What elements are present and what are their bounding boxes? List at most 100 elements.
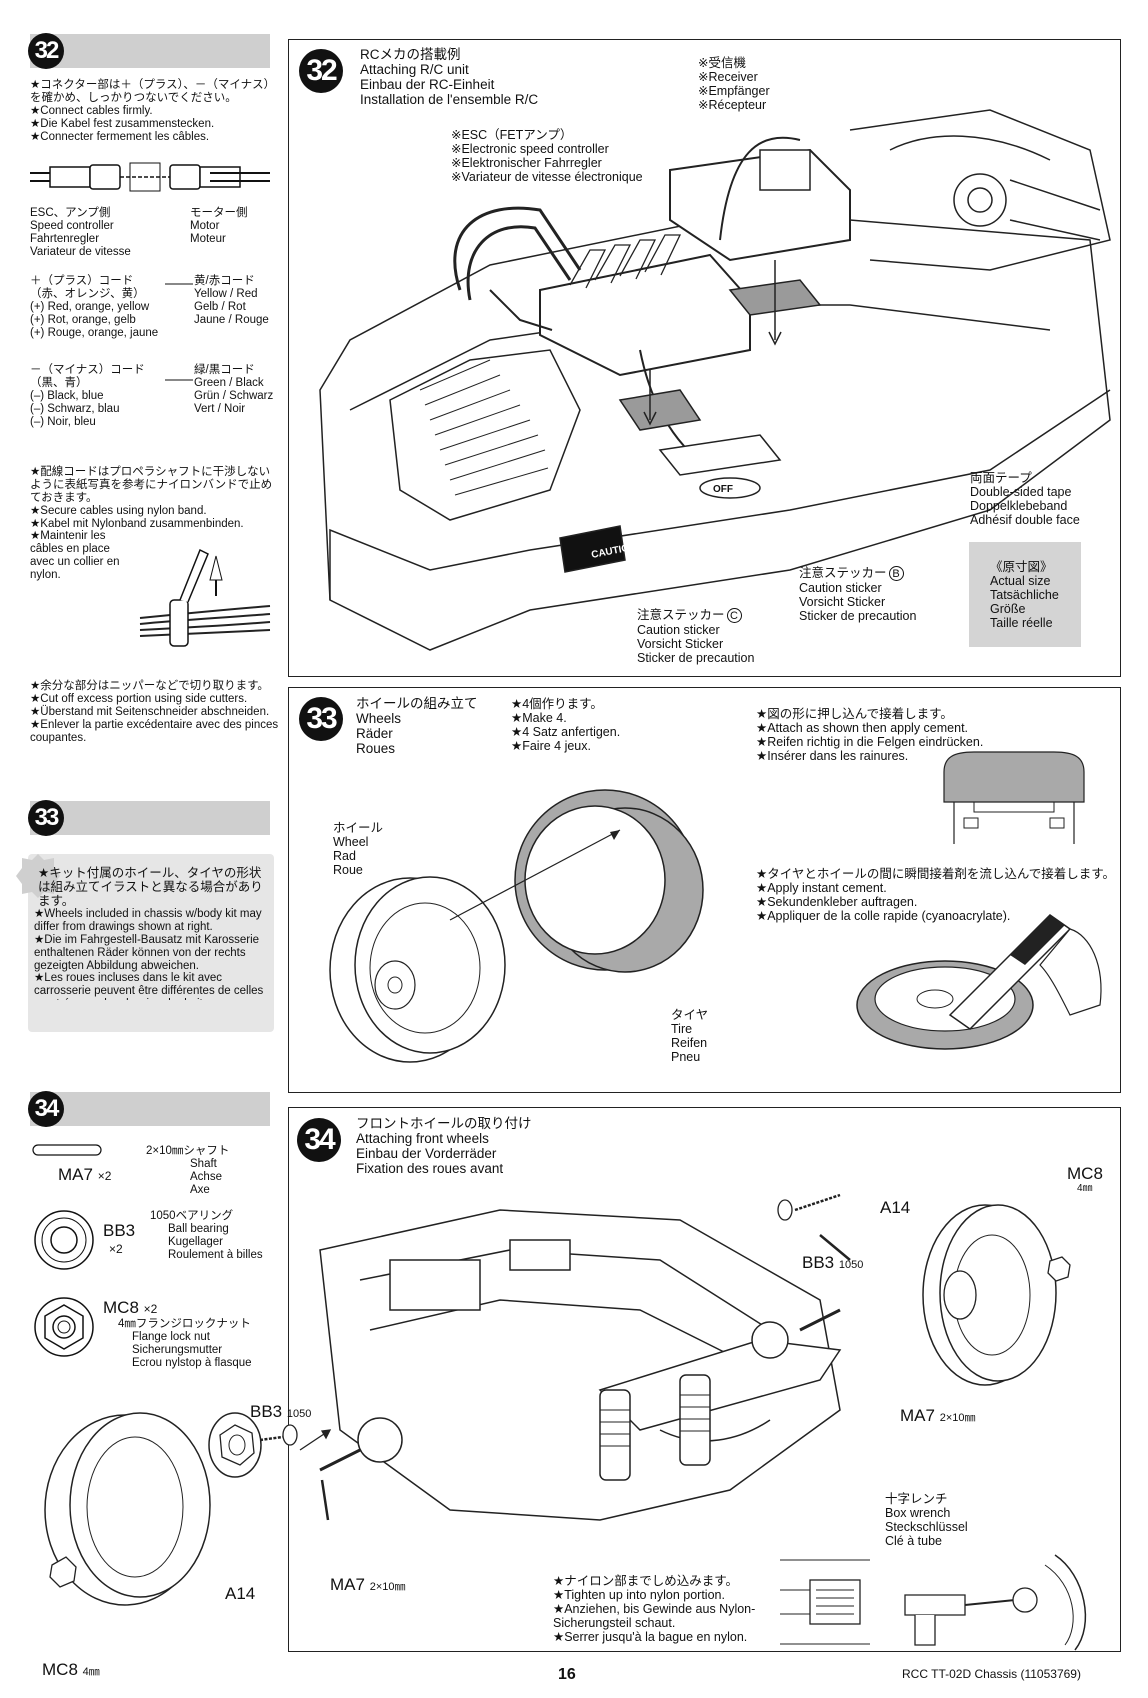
part-ma7-en: Shaft xyxy=(190,1157,217,1170)
minus-motor-label: 緑/黒コード Green / Black Grün / Schwarz Vert… xyxy=(194,364,273,416)
minus-motor-en: Green / Black xyxy=(194,376,264,389)
bearing-part-icon xyxy=(34,1210,94,1270)
part-mc8-desc: 4㎜フランジロックナット Flange lock nut Sicherungsm… xyxy=(118,1318,252,1370)
cut-en: ★Cut off excess portion using side cutte… xyxy=(30,692,248,705)
receiver-fr: ※Récepteur xyxy=(698,98,767,112)
make4-de: ★4 Satz anfertigen. xyxy=(511,725,621,739)
esc-side-fr: Variateur de vitesse xyxy=(30,245,131,258)
esc-side-label: ESC、アンプ側 Speed controller Fahrtenregler … xyxy=(30,207,131,259)
box-wrench-label: 十字レンチ Box wrench Steckschlüssel Clé à tu… xyxy=(885,1492,968,1548)
plus-cord-fr: (+) Rouge, orange, jaune xyxy=(30,326,159,339)
make4-en: ★Make 4. xyxy=(511,711,567,725)
left-front-wheel xyxy=(44,1412,262,1606)
actual-size-de2: Größe xyxy=(990,602,1026,616)
plus-motor-label: 黄/赤コード Yellow / Red Gelb / Rot Jaune / R… xyxy=(194,275,269,327)
tape-fr: Adhésif double face xyxy=(970,513,1080,527)
bb3-right-label: BB3 1050 xyxy=(802,1253,863,1272)
plus-motor-jp: 黄/赤コード xyxy=(194,275,255,287)
bb3-right-size: 1050 xyxy=(838,1259,864,1271)
connect-fr: ★Connecter fermement les câbles. xyxy=(30,130,210,143)
attach-note: ★図の形に押し込んで接着します。 ★Attach as shown then a… xyxy=(756,707,983,763)
box-wrench-illustration xyxy=(904,1554,1087,1651)
actual-size-box xyxy=(969,542,1081,647)
plus-cord-jp: ＋（プラス）コード xyxy=(30,275,134,287)
attach-fr: ★Insérer dans les rainures. xyxy=(756,749,909,763)
actual-size-fr: Taille réelle xyxy=(990,616,1053,630)
rim-cross-section xyxy=(943,751,1085,844)
rc-unit-illustration: CAUTION OFF xyxy=(319,109,1111,651)
cut-instructions: ★余分な部分はニッパーなどで切り取ります。 ★Cut off excess po… xyxy=(30,680,280,744)
motor-side-de: Moteur xyxy=(190,232,226,245)
cement-note: ★タイヤとホイールの間に瞬間接着剤を流し込んで接着します。 ★Apply ins… xyxy=(756,867,1115,923)
minus-cord-de: (–) Schwarz, blau xyxy=(30,402,120,415)
tape-en: Double-sided tape xyxy=(970,485,1072,499)
cement-fr: ★Appliquer de la colle rapide (cyanoacry… xyxy=(756,909,1011,923)
part-bb3-code-text: BB3 xyxy=(103,1221,136,1240)
esc-en: ※Electronic speed controller xyxy=(451,142,609,156)
nylon-fr: ★Serrer jusqu'à la bague en nylon. xyxy=(553,1630,748,1644)
sticker-c-fr: Sticker de precaution xyxy=(637,651,755,665)
sticker-b-letter: B xyxy=(888,566,904,581)
plus-cord-en: (+) Red, orange, yellow xyxy=(30,300,150,313)
ma7-right-label: MA7 2×10㎜ xyxy=(900,1406,975,1425)
part-ma7-size: 2×10㎜シャフト xyxy=(146,1145,230,1157)
tape-de: Doppelklebeband xyxy=(970,499,1068,513)
ma7-right-code: MA7 xyxy=(900,1406,935,1425)
part-ma7-code: MA7 ×2 xyxy=(58,1165,111,1184)
tape-label: 両面テープ Double-sided tape Doppelklebeband … xyxy=(970,471,1080,527)
nylon-en: ★Tighten up into nylon portion. xyxy=(553,1588,725,1602)
part-bb3-de: Kugellager xyxy=(168,1235,223,1248)
mc8-left-label: MC8 4㎜ xyxy=(42,1660,100,1679)
part-ma7-desc: 2×10㎜シャフト Shaft Achse Axe xyxy=(146,1145,229,1197)
bb3-left-code: BB3 xyxy=(250,1402,283,1421)
part-mc8-code-text: MC8 xyxy=(103,1298,139,1317)
cut-jp: ★余分な部分はニッパーなどで切り取ります。 xyxy=(30,680,269,692)
esc-label: ※ESC（FETアンプ） ※Electronic speed controlle… xyxy=(451,128,643,184)
part-ma7-code-text: MA7 xyxy=(58,1165,93,1184)
front-wheel-assembly-illustration xyxy=(259,1193,851,1521)
secure-fr: ★Maintenir les câbles en place avec un c… xyxy=(30,530,120,581)
right-front-wheel xyxy=(922,1204,1071,1386)
footer-model: RCC TT-02D Chassis (11053769) xyxy=(902,1667,1081,1681)
wheel-en: Wheel xyxy=(333,835,369,849)
part-mc8-fr: Ecrou nylstop à flasque xyxy=(132,1356,252,1369)
secure-en: ★Secure cables using nylon band. xyxy=(30,504,207,517)
sticker-b-de: Vorsicht Sticker xyxy=(799,595,886,609)
panel-33-title-de: Räder xyxy=(356,726,393,742)
make4-note: ★4個作ります。 ★Make 4. ★4 Satz anfertigen. ★F… xyxy=(511,697,620,753)
secure-de: ★Kabel mit Nylonband zusammenbinden. xyxy=(30,517,244,530)
part-ma7-de: Achse xyxy=(190,1170,222,1183)
cement-application-illustration xyxy=(856,914,1102,1050)
nylon-jp: ★ナイロン部までしめ込みます。 xyxy=(553,1574,738,1588)
motor-side-en: Motor xyxy=(190,219,220,232)
minus-motor-jp: 緑/黒コード xyxy=(194,364,255,376)
mc8-left-size: 4㎜ xyxy=(82,1666,100,1678)
minus-cord-jp2: （黒、青） xyxy=(30,376,88,389)
wheel-de: Rad xyxy=(333,849,356,863)
esc-de: ※Elektronischer Fahrregler xyxy=(451,156,602,170)
plus-motor-fr: Jaune / Rouge xyxy=(194,313,269,326)
motor-side-label: モーター側 Motor Moteur xyxy=(190,207,248,246)
minus-cord-line xyxy=(165,379,193,381)
wheel-note-text: ★キット付属のホイール、タイヤの形状は組み立てイラストと異なる場合があります。 … xyxy=(34,866,270,1000)
panel-33-title-fr: Roues xyxy=(356,741,396,757)
receiver-en: ※Receiver xyxy=(698,70,758,84)
panel-32-title-de: Einbau der RC-Einheit xyxy=(360,77,495,93)
panel-32-badge: 32 xyxy=(299,49,343,93)
receiver-label: ※受信機 ※Receiver ※Empfänger ※Récepteur xyxy=(698,56,770,112)
bb3-left-size: 1050 xyxy=(286,1408,312,1420)
minus-cord-en: (–) Black, blue xyxy=(30,389,104,402)
panel-32-title: RCメカの搭載例 Attaching R/C unit Einbau der R… xyxy=(360,47,538,107)
plus-cord-de: (+) Rot, orange, gelb xyxy=(30,313,136,326)
tire-en: Tire xyxy=(671,1022,693,1036)
step-33-badge: 33 xyxy=(28,800,64,836)
panel-34-title-jp: フロントホイールの取り付け xyxy=(356,1116,532,1131)
bb3-left-label: BB3 1050 xyxy=(250,1402,311,1421)
box-wrench-de: Steckschlüssel xyxy=(885,1520,968,1534)
make4-jp: ★4個作ります。 xyxy=(511,697,603,711)
flange-nut-part-icon xyxy=(34,1297,94,1357)
panel-32-title-fr: Installation de l'ensemble R/C xyxy=(360,92,539,108)
cement-en: ★Apply instant cement. xyxy=(756,881,887,895)
make4-fr: ★Faire 4 jeux. xyxy=(511,739,591,753)
